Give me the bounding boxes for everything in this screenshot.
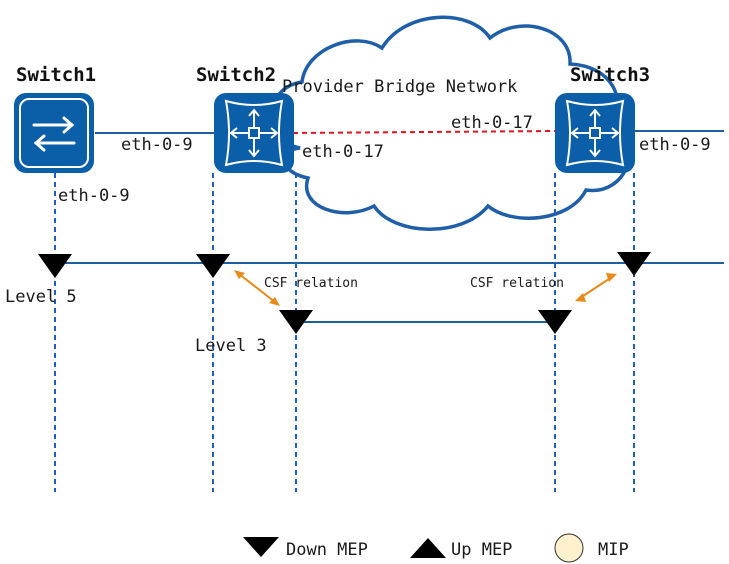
csf-label-left: CSF relation bbox=[264, 276, 358, 291]
switch2-label: Switch2 bbox=[196, 64, 276, 86]
legend: Down MEP Up MEP MIP bbox=[243, 533, 629, 563]
switch-arrows-icon bbox=[32, 116, 76, 152]
csf-arrow-right bbox=[575, 273, 617, 302]
router-icon bbox=[224, 99, 284, 167]
port-sw1-bottom: eth-0-9 bbox=[58, 186, 130, 206]
port-sw3-left: eth-0-17 bbox=[451, 113, 533, 133]
port-sw2-right: eth-0-17 bbox=[302, 142, 384, 162]
link-sw2-sw3-dashed bbox=[292, 130, 558, 134]
legend-mip-label: MIP bbox=[598, 540, 629, 560]
level3-label: Level 3 bbox=[195, 336, 267, 356]
down-mep-sw2-left bbox=[196, 254, 230, 278]
switch1-label: Switch1 bbox=[16, 64, 96, 86]
port-sw3-right: eth-0-9 bbox=[639, 135, 711, 155]
switch3-device[interactable] bbox=[555, 93, 635, 173]
switch2-device[interactable] bbox=[214, 93, 294, 173]
legend-down-mep-icon bbox=[243, 537, 279, 557]
down-mep-sw2-right bbox=[279, 310, 313, 334]
csf-arrow-left bbox=[234, 270, 280, 306]
down-mep-sw3-right bbox=[617, 252, 651, 276]
router-icon bbox=[565, 99, 625, 167]
network-label: Provider Bridge Network bbox=[282, 77, 517, 97]
level5-label: Level 5 bbox=[5, 287, 77, 307]
legend-mip-icon bbox=[554, 533, 584, 563]
legend-up-mep-label: Up MEP bbox=[451, 540, 512, 560]
down-mep-sw3-left bbox=[538, 310, 572, 334]
switch1-device[interactable] bbox=[14, 93, 94, 173]
switch3-label: Switch3 bbox=[570, 64, 650, 86]
csf-label-right: CSF relation bbox=[470, 276, 564, 291]
legend-down-mep-label: Down MEP bbox=[286, 540, 368, 560]
down-mep-sw1 bbox=[38, 254, 72, 278]
legend-up-mep-icon bbox=[410, 538, 446, 558]
port-sw1-right: eth-0-9 bbox=[121, 135, 193, 155]
